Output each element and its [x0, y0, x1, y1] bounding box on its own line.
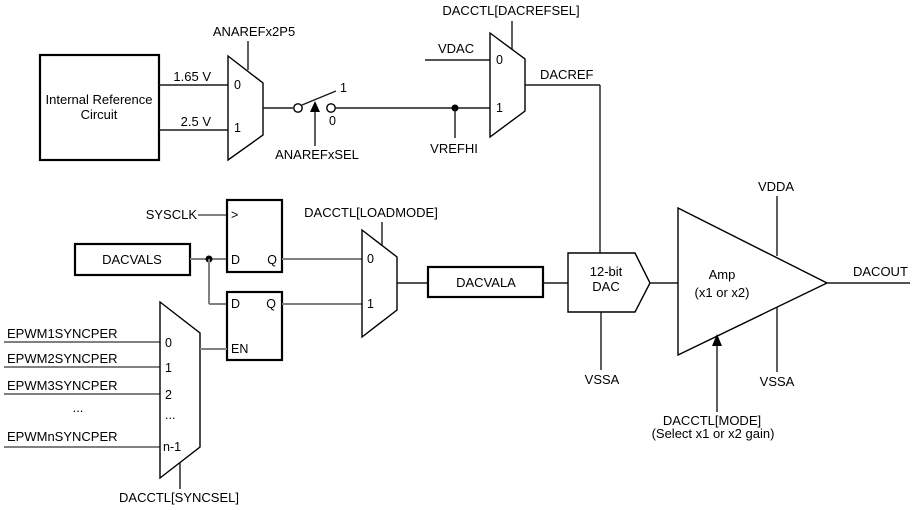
mode-label-line1: DACCTL[MODE]	[663, 413, 761, 428]
vdac-label: VDAC	[438, 41, 474, 56]
dacvala-box	[426, 265, 545, 299]
loadmode-mux-port0: 0	[367, 252, 374, 266]
label-2p5v: 2.5 V	[181, 114, 212, 129]
switch-pos0-label: 0	[329, 114, 336, 128]
sync-flipflop	[225, 290, 284, 362]
epwm1syncper-label: EPWM1SYNCPER	[7, 326, 118, 341]
amp-vdda-label: VDDA	[758, 179, 794, 194]
amp-label-line2: (x1 or x2)	[695, 285, 750, 300]
label-1p65v: 1.65 V	[173, 69, 211, 84]
syncsel-mux-port0: 0	[165, 336, 172, 350]
switch-contact-right	[326, 103, 336, 113]
anarefxsel-arrow-icon	[310, 101, 320, 112]
refsel-mux-port1: 1	[496, 101, 503, 115]
dacref-select-section: VREFHI VDAC 0 1 DACCTL[DACREFSEL] DACREF	[335, 3, 601, 253]
internal-reference-label-line1: Internal Reference	[46, 92, 153, 107]
amp-vssa-label: VSSA	[760, 374, 795, 389]
loadmode-mux-port1: 1	[367, 297, 374, 311]
syncsel-mux-port-ellipsis: ...	[165, 408, 175, 422]
dacout-label: DACOUT	[853, 264, 908, 279]
amplifier-section: Amp (x1 or x2) VDDA VSSA DACOUT DACCTL[M…	[652, 179, 910, 441]
dac-core-section: 12-bit DAC VSSA	[567, 252, 678, 387]
dac-core-shape	[567, 252, 651, 313]
anaref-mux-port0: 0	[234, 78, 241, 92]
amp-triangle	[677, 206, 829, 357]
anaref-mux-label: ANAREFx2P5	[213, 24, 295, 39]
amp-label-line1: Amp	[709, 267, 736, 282]
loadmode-mux-label: DACCTL[LOADMODE]	[304, 205, 438, 220]
vrefhi-label: VREFHI	[430, 141, 478, 156]
dacvala-label: DACVALA	[456, 275, 516, 290]
epwm-ellipsis-label: ...	[73, 400, 84, 415]
dac-core-label-line2: DAC	[592, 279, 619, 294]
internal-reference-section: Internal Reference Circuit 1.65 V 2.5 V …	[38, 24, 359, 162]
load-flipflop-d-label: D	[231, 253, 240, 267]
sync-flipflop-en-label: EN	[231, 342, 248, 356]
sync-flipflop-d-label: D	[231, 297, 240, 311]
epwmnsyncper-label: EPWMnSYNCPER	[7, 429, 118, 444]
syncsel-mux-label: DACCTL[SYNCSEL]	[119, 490, 239, 505]
anarefxsel-label: ANAREFxSEL	[275, 147, 359, 162]
syncsel-mux-port-n1: n-1	[163, 440, 181, 454]
refsel-mux	[489, 31, 526, 139]
dac-core-label-line1: 12-bit	[590, 264, 623, 279]
dacvals-label: DACVALS	[102, 252, 162, 267]
anaref-mux-port1: 1	[234, 121, 241, 135]
sync-flipflop-q-label: Q	[266, 297, 276, 311]
syncsel-mux	[159, 300, 201, 480]
refsel-mux-label: DACCTL[DACREFSEL]	[442, 3, 579, 18]
mode-label-line2: (Select x1 or x2 gain)	[652, 426, 775, 441]
anaref-mux	[227, 54, 264, 162]
loadmode-mux	[361, 228, 398, 339]
syncsel-mux-port2: 2	[165, 388, 172, 402]
load-register-section: SYSCLK DACVALS > D Q D Q EN 0 1 DACCTL[L…	[73, 198, 568, 362]
switch-pos1-label: 1	[340, 81, 347, 95]
switch-contact-left	[293, 103, 303, 113]
load-flipflop	[225, 198, 284, 274]
epwm2syncper-label: EPWM2SYNCPER	[7, 351, 118, 366]
refsel-mux-port0: 0	[496, 53, 503, 67]
internal-reference-label-line2: Circuit	[81, 107, 118, 122]
sysclk-label: SYSCLK	[146, 207, 198, 222]
syncsel-mux-port1: 1	[165, 361, 172, 375]
internal-reference-box	[38, 53, 161, 162]
epwm-sync-section: EPWM1SYNCPER EPWM2SYNCPER EPWM3SYNCPER .…	[4, 300, 239, 505]
load-flipflop-q-label: Q	[267, 253, 277, 267]
dac-vssa-label: VSSA	[585, 372, 620, 387]
dacref-label: DACREF	[540, 67, 594, 82]
dacvals-box	[73, 242, 192, 277]
mode-arrow-icon	[712, 334, 722, 346]
load-flipflop-clk-label: >	[231, 208, 238, 222]
switch-lever	[301, 90, 337, 106]
epwm3syncper-label: EPWM3SYNCPER	[7, 378, 118, 393]
